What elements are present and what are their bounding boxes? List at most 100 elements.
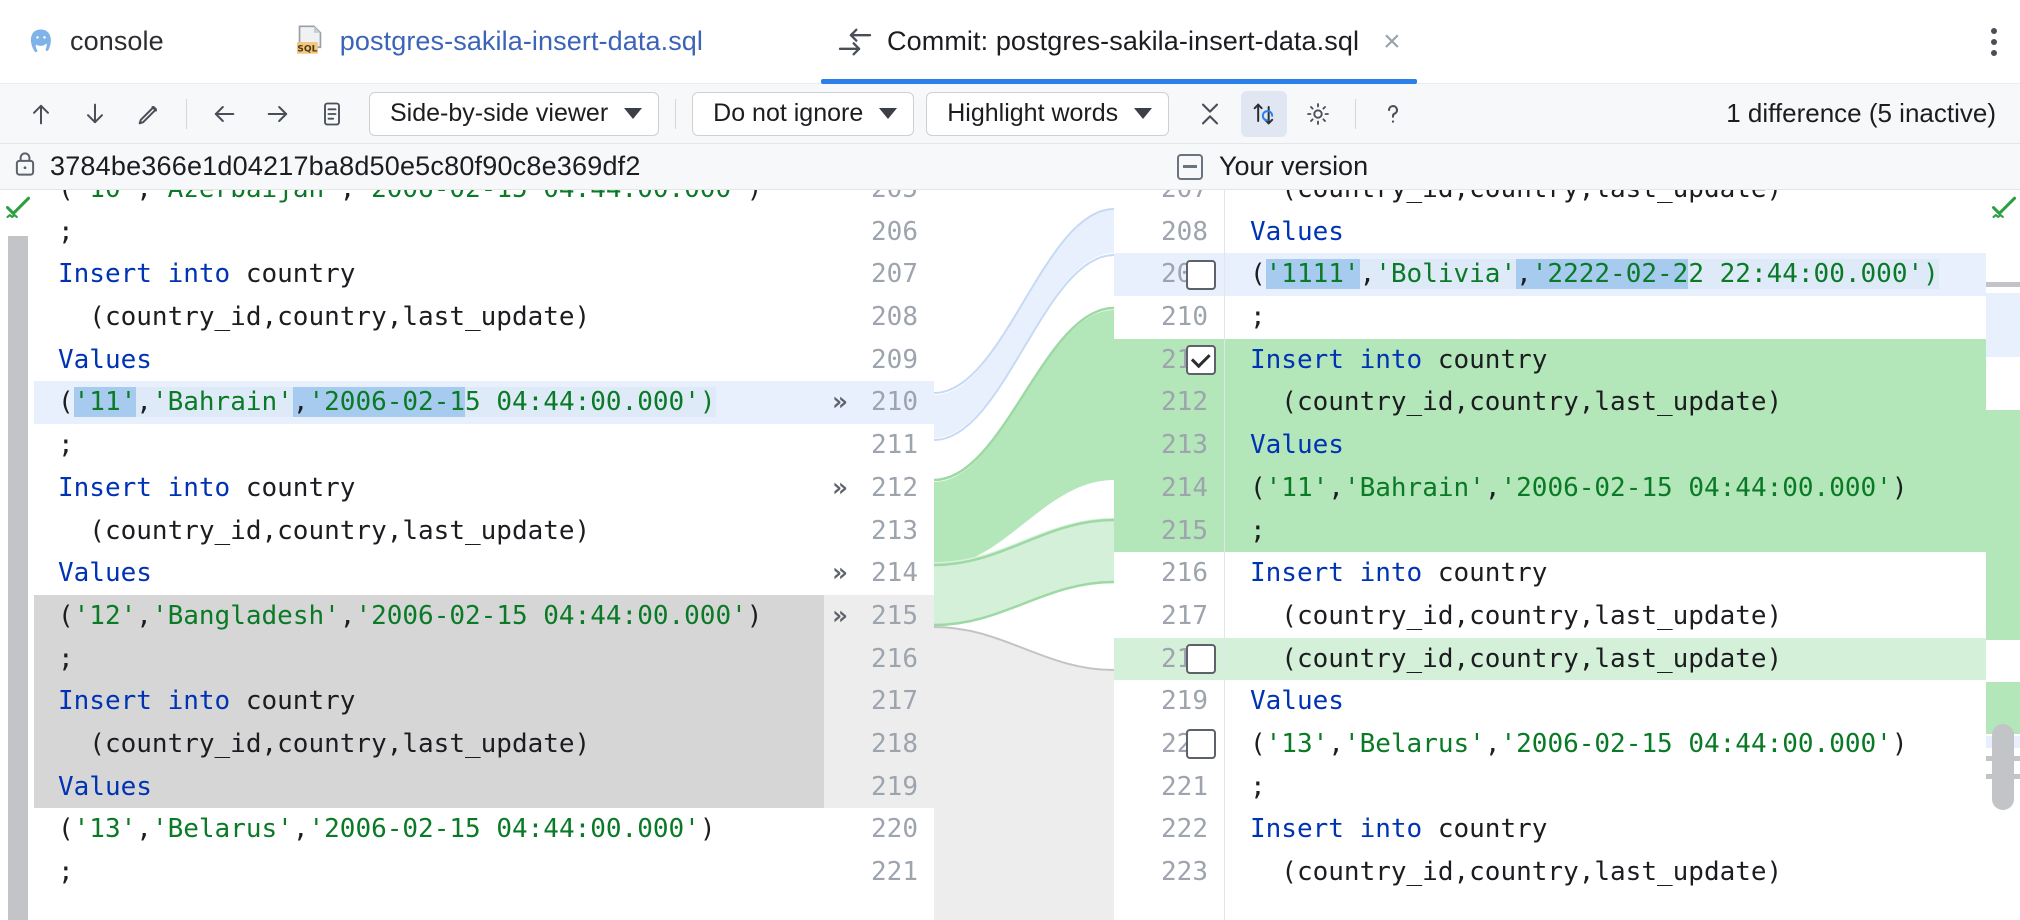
line-number[interactable]: 219 [1161,686,1208,717]
line-number[interactable]: 218 [824,722,934,766]
code-line: ('11','Bahrain','2006-02-15 04:44:00.000… [1224,466,2020,510]
postgres-elephant-icon [26,26,56,58]
line-number[interactable]: 210 [1161,302,1208,333]
viewer-mode-label: Side-by-side viewer [390,99,609,127]
line-number[interactable]: 216 [824,637,934,681]
question-mark-icon[interactable] [1370,91,1416,137]
tab-postgres-sakila-insert-data-sql[interactable]: SQL postgres-sakila-insert-data.sql [268,0,729,84]
line-number[interactable]: 219 [824,765,934,809]
left-scrollbar-track[interactable] [8,236,28,920]
line-number[interactable]: »215 [824,594,934,638]
line-number[interactable]: 213 [1114,424,1224,467]
svg-text:SQL: SQL [297,44,317,54]
code-line: ('13','Belarus','2006-02-15 04:44:00.000… [1250,728,1908,759]
more-options-kebab-icon[interactable] [1990,27,1998,56]
line-number[interactable]: 221 [1161,771,1208,802]
line-number[interactable]: 209 [1114,253,1224,297]
line-number[interactable]: 207 [1114,190,1224,211]
code-line: (country_id,country,last_update) [34,722,824,766]
commit-hash-label: 3784be366e1d04217ba8d50e5c80f90c8e369df2 [50,151,641,181]
line-number[interactable]: »212 [824,467,934,510]
apply-change-chevron-icon[interactable]: » [832,558,848,589]
highlight-policy-dropdown[interactable]: Highlight words [926,91,1170,136]
line-number[interactable]: 217 [1161,600,1208,631]
apply-change-chevron-icon[interactable]: » [832,472,848,503]
right-marker-strip[interactable] [1986,190,2020,920]
line-number[interactable]: 211 [1114,338,1224,382]
collapse-minus-icon[interactable] [1177,153,1203,180]
line-number[interactable]: 217 [824,680,934,723]
line-number[interactable]: 205 [824,190,934,211]
line-number[interactable]: »210 [824,381,934,425]
line-number[interactable]: 213 [871,515,918,546]
synchronize-scroll-button[interactable] [1241,90,1288,137]
line-number[interactable]: 214 [1114,466,1224,510]
line-number[interactable]: 207 [871,259,918,290]
line-number[interactable]: 218 [1114,637,1224,681]
line-number[interactable]: 220 [871,814,918,845]
code-line: ('11','Bahrain','2006-02-15 04:44:00.000… [34,381,824,425]
compare-contents-button[interactable] [309,91,355,137]
gear-icon[interactable] [1295,91,1341,137]
include-change-checkbox[interactable] [1186,729,1216,760]
next-difference-button[interactable] [72,91,118,137]
apply-change-chevron-icon[interactable]: » [832,387,848,418]
line-number[interactable]: 220 [1114,723,1224,766]
commit-diff-icon [837,27,873,57]
code-line: ; [1224,509,2020,553]
include-change-checkbox[interactable] [1186,643,1216,674]
accept-right-button[interactable] [255,91,301,137]
line-number[interactable]: 222 [1161,814,1208,845]
code-line: ('1111','Bolivia','2222-02-22 22:44:00.0… [1224,253,2020,297]
accept-left-button[interactable] [201,91,247,137]
inspection-ok-icon [1990,194,2018,225]
apply-change-chevron-icon[interactable]: » [832,600,848,631]
left-code-pane[interactable]: ('10','Azerbaijan','2006-02-15 04:44:00.… [34,190,824,920]
marker-modified[interactable] [1986,293,2020,357]
diff-connector-ribbons [934,190,1114,920]
code-line: (country_id,country,last_update) [1250,600,1783,631]
right-code-pane[interactable]: (country_id,country,last_update) Values ('… [1224,190,2020,920]
line-number[interactable]: 208 [1161,216,1208,247]
right-pane-title: Your version [1155,151,2020,182]
line-number[interactable]: 223 [1161,857,1208,887]
left-status-gutter [0,190,34,920]
line-number[interactable]: 206 [871,216,918,247]
code-line: Insert into country [58,259,356,290]
tab-console[interactable]: console [0,0,190,84]
previous-difference-button[interactable] [18,91,64,137]
line-number[interactable]: 212 [1114,381,1224,425]
tab-commit-postgres-sakila-insert-data-sql[interactable]: Commit: postgres-sakila-insert-data.sql … [811,0,1427,84]
marker-line [1986,282,2020,287]
pencil-icon[interactable] [126,91,172,137]
close-icon[interactable]: × [1383,24,1401,58]
code-line: Values [1250,216,1344,247]
right-scrollbar-thumb[interactable] [1992,724,2014,810]
code-line: Insert into country [1250,814,1548,845]
line-number[interactable]: 215 [1114,509,1224,553]
line-number[interactable]: 216 [1161,558,1208,589]
line-number[interactable]: 211 [871,430,918,461]
sql-file-icon: SQL [294,24,326,59]
line-number[interactable]: 221 [871,857,918,887]
line-number[interactable]: »214 [824,552,934,595]
inspection-ok-icon [4,194,32,225]
line-number[interactable]: 209 [871,344,918,375]
ignore-policy-dropdown[interactable]: Do not ignore [692,91,915,136]
collapse-unchanged-button[interactable] [1187,91,1233,137]
chevron-down-icon [879,108,898,119]
marker-added[interactable] [1986,410,2020,640]
left-line-number-gutter[interactable]: 205 206 207 208 209 »210 211 »212 213 »214»215216… [824,190,934,920]
code-line: Insert into country [1250,558,1548,589]
include-change-checkbox[interactable] [1186,259,1216,290]
viewer-mode-dropdown[interactable]: Side-by-side viewer [369,91,660,136]
code-line: ; [58,857,74,887]
line-number[interactable]: 208 [871,302,918,333]
your-version-label: Your version [1219,151,1369,181]
code-line: ('10','Azerbaijan','2006-02-15 04:44:00.… [34,190,824,211]
include-change-checkbox[interactable] [1186,345,1216,376]
code-line: Values [58,558,152,589]
code-line: Values [1250,686,1344,717]
diff-toolbar: Side-by-side viewer Do not ignore Highli… [0,84,2020,144]
